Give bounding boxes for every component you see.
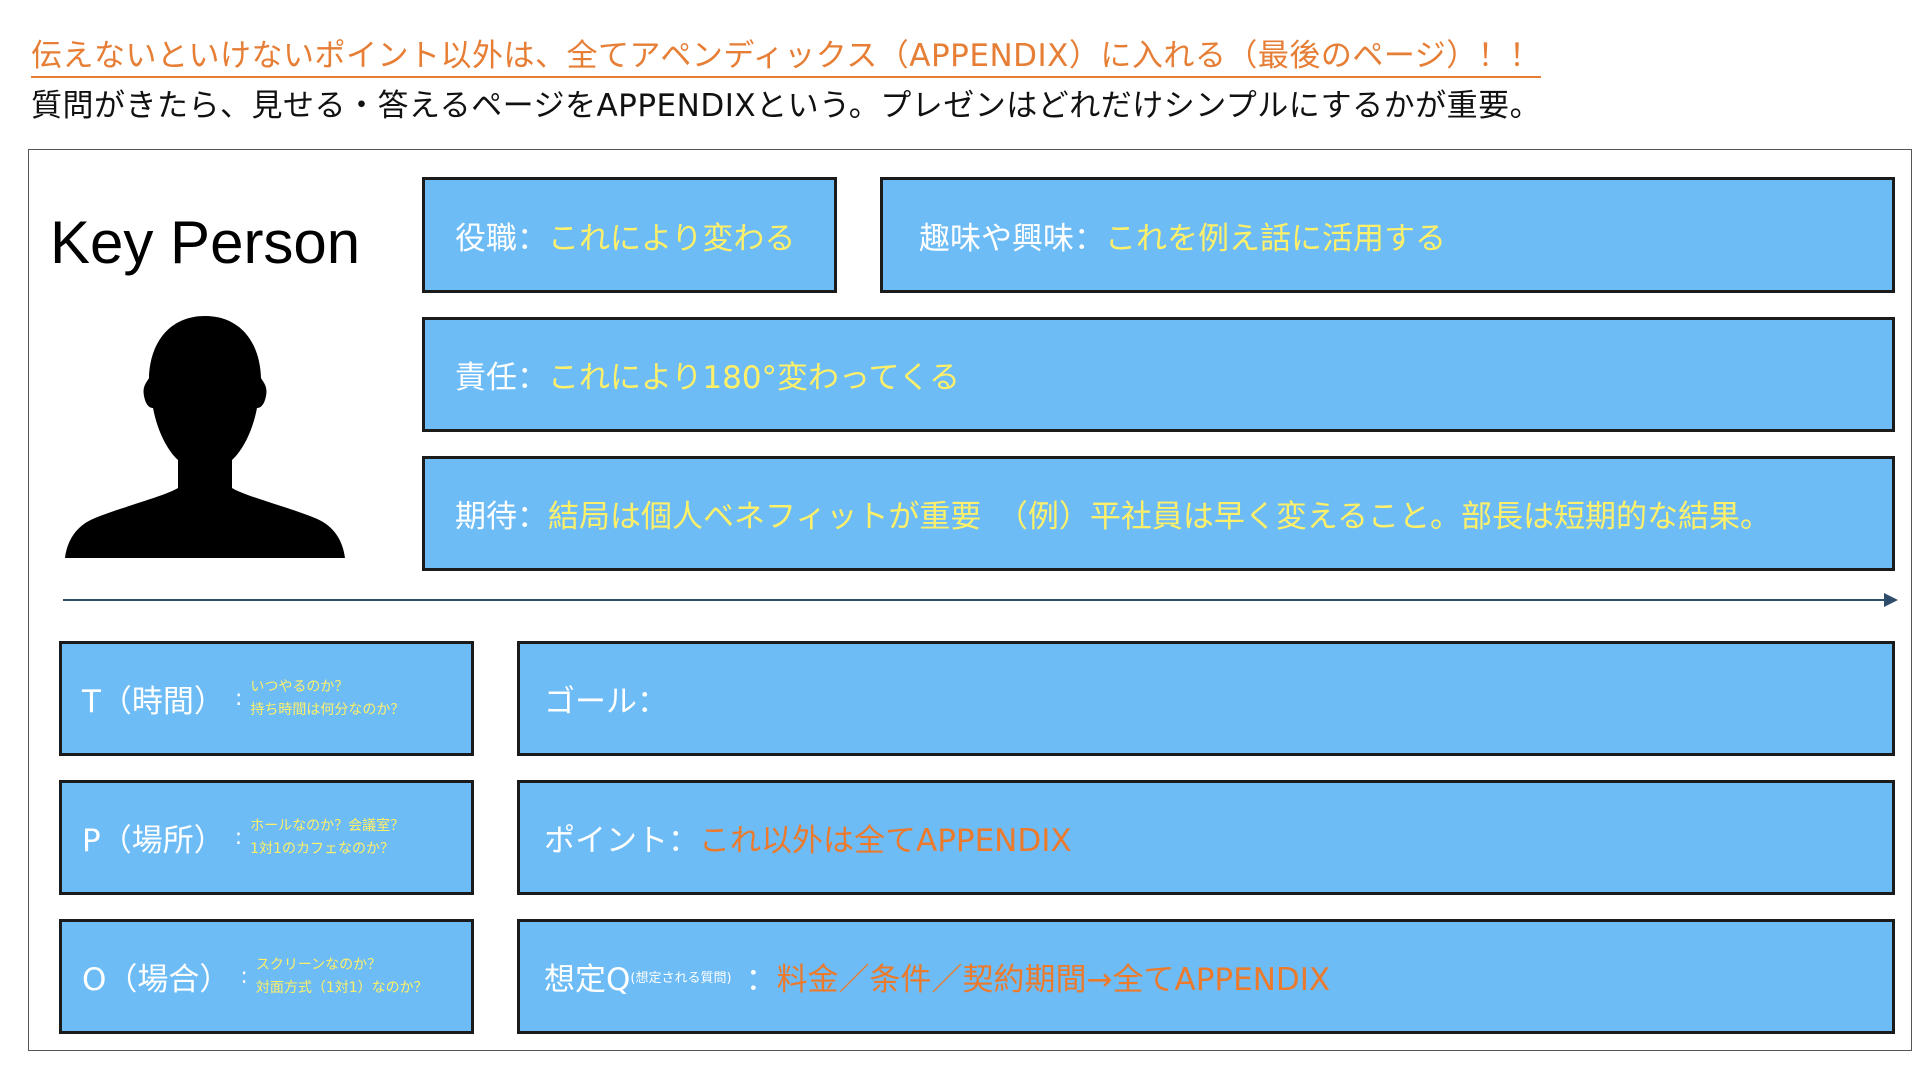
timeline-arrow-line	[63, 599, 1889, 601]
content-frame	[28, 149, 1912, 1051]
assumed-question-colon: ：	[745, 962, 777, 998]
tpo-place-colon: :	[234, 825, 243, 850]
tpo-time-colon: :	[234, 686, 243, 711]
tpo-time-label: T（時間）	[82, 684, 225, 720]
tpo-place-box: P（場所） : ホールなのか？会議室？ 1対1のカフェなのか？	[59, 780, 474, 895]
key-person-title: Key Person	[50, 209, 361, 276]
point-box: ポイント： これ以外は全てAPPENDIX	[517, 780, 1895, 895]
hobby-label: 趣味や興味：	[919, 220, 1105, 257]
tpo-occasion-note-1: スクリーンなのか？	[255, 956, 382, 973]
tpo-time-note-2: 持ち時間は何分なのか？	[250, 701, 405, 718]
tpo-place-note-2: 1対1のカフェなのか？	[250, 840, 394, 857]
role-value: これにより変わる	[548, 220, 796, 257]
goal-box: ゴール：	[517, 641, 1895, 756]
assumed-question-value: 料金／条件／契約期間→全てAPPENDIX	[776, 962, 1331, 998]
assumed-question-box: 想定Q (想定される質問) ： 料金／条件／契約期間→全てAPPENDIX	[517, 919, 1895, 1034]
expectation-box: 期待： 結局は個人ベネフィットが重要 （例）平社員は早く変えること。部長は短期的…	[422, 456, 1895, 571]
tpo-occasion-label: O（場合）	[82, 962, 231, 998]
responsibility-value: これにより180°変わってくる	[548, 360, 960, 396]
goal-label: ゴール：	[544, 684, 668, 720]
tpo-place-note-1: ホールなのか？会議室？	[250, 817, 405, 834]
responsibility-box: 責任： これにより180°変わってくる	[422, 317, 1895, 432]
tpo-time-note-1: いつやるのか？	[250, 678, 349, 695]
role-label: 役職：	[455, 220, 548, 257]
hobby-box: 趣味や興味： これを例え話に活用する	[880, 177, 1895, 293]
responsibility-label: 責任：	[455, 360, 548, 396]
tpo-place-label: P（場所）	[82, 823, 225, 859]
person-silhouette-icon	[65, 316, 345, 558]
point-label: ポイント：	[544, 823, 699, 859]
tpo-occasion-box: O（場合） : スクリーンなのか？ 対面方式（1対1）なのか？	[59, 919, 474, 1034]
tpo-occasion-note-2: 対面方式（1対1）なのか？	[255, 979, 428, 996]
tpo-time-box: T（時間） : いつやるのか？ 持ち時間は何分なのか？	[59, 641, 474, 756]
slide-headline: 伝えないといけないポイント以外は、全てアペンディックス（APPENDIX）に入れ…	[31, 30, 1541, 78]
arrow-head-icon	[1884, 593, 1898, 607]
slide-subline: 質問がきたら、見せる・答えるページをAPPENDIXという。プレゼンはどれだけシ…	[31, 88, 1542, 124]
assumed-question-label: 想定Q	[544, 962, 631, 998]
expectation-label: 期待：	[455, 499, 548, 535]
assumed-question-sublabel: (想定される質問)	[630, 971, 732, 986]
hobby-value: これを例え話に活用する	[1105, 220, 1446, 257]
point-value: これ以外は全てAPPENDIX	[699, 823, 1072, 859]
expectation-value: 結局は個人ベネフィットが重要 （例）平社員は早く変えること。部長は短期的な結果。	[548, 499, 1771, 535]
role-box: 役職： これにより変わる	[422, 177, 837, 293]
tpo-occasion-colon: :	[240, 964, 248, 989]
